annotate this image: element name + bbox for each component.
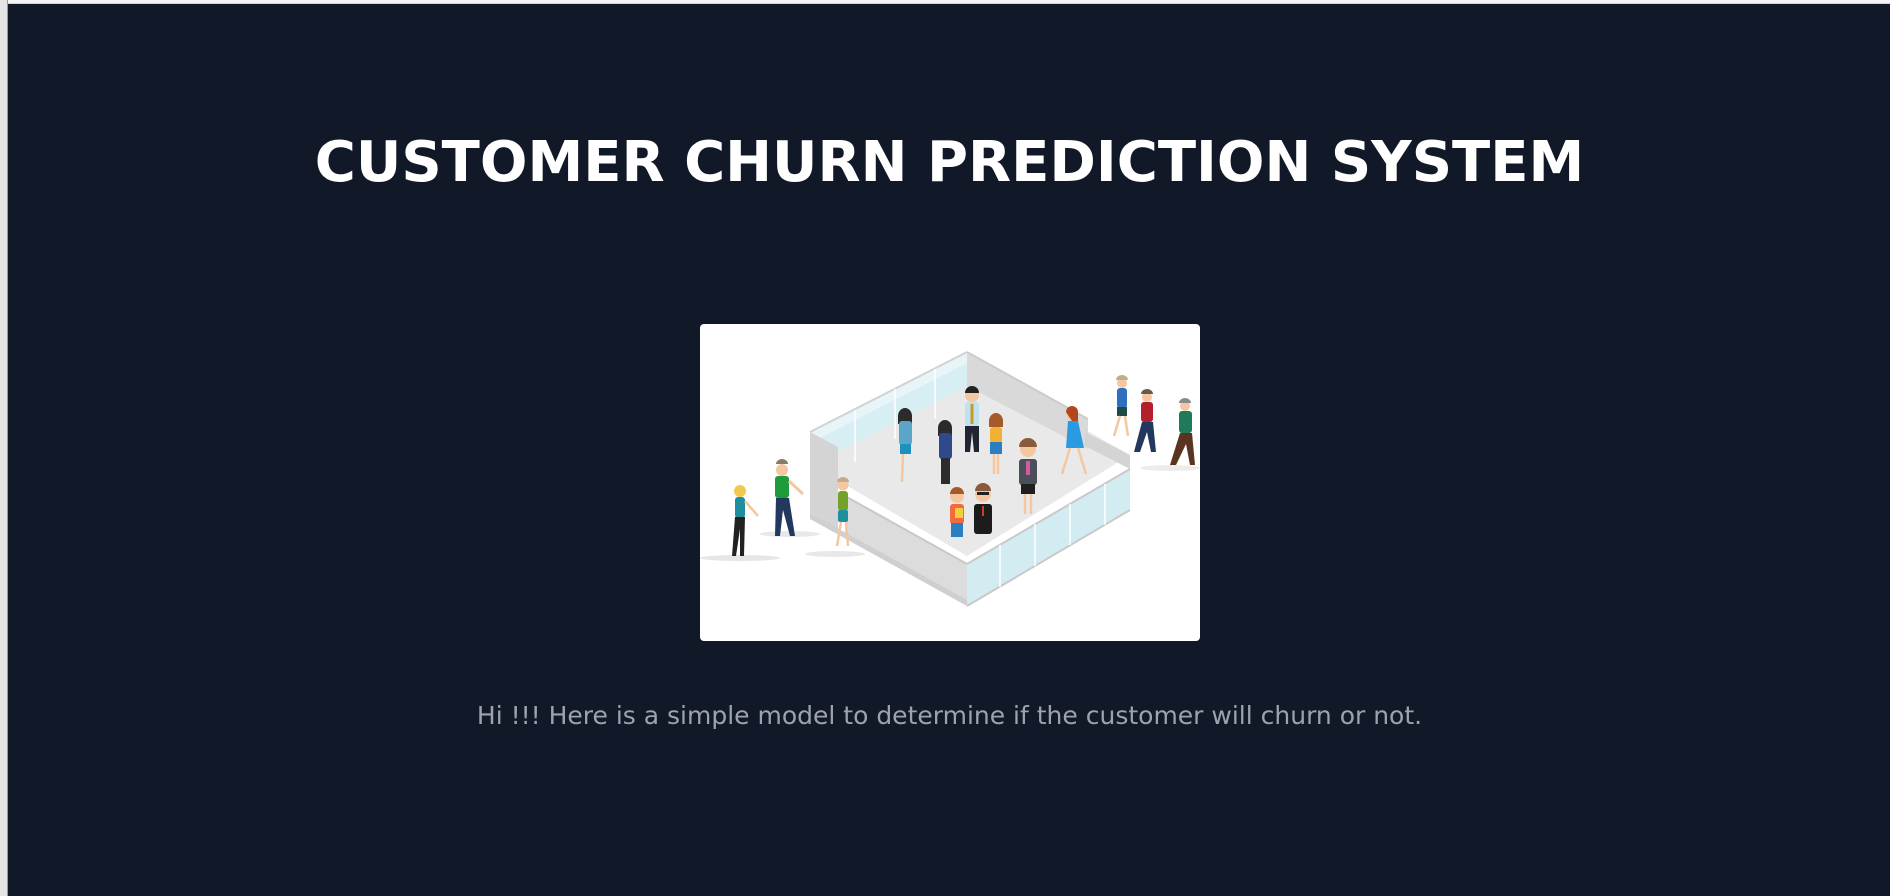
people-room-illustration-icon — [700, 351, 1200, 607]
window-top-edge — [8, 0, 1890, 4]
intro-text: Hi !!! Here is a simple model to determi… — [476, 701, 1423, 730]
window-left-edge — [0, 0, 8, 896]
page-title: CUSTOMER CHURN PREDICTION SYSTEM — [314, 130, 1585, 195]
main-page: CUSTOMER CHURN PREDICTION SYSTEM — [9, 5, 1890, 896]
hero-image-card — [700, 324, 1200, 641]
